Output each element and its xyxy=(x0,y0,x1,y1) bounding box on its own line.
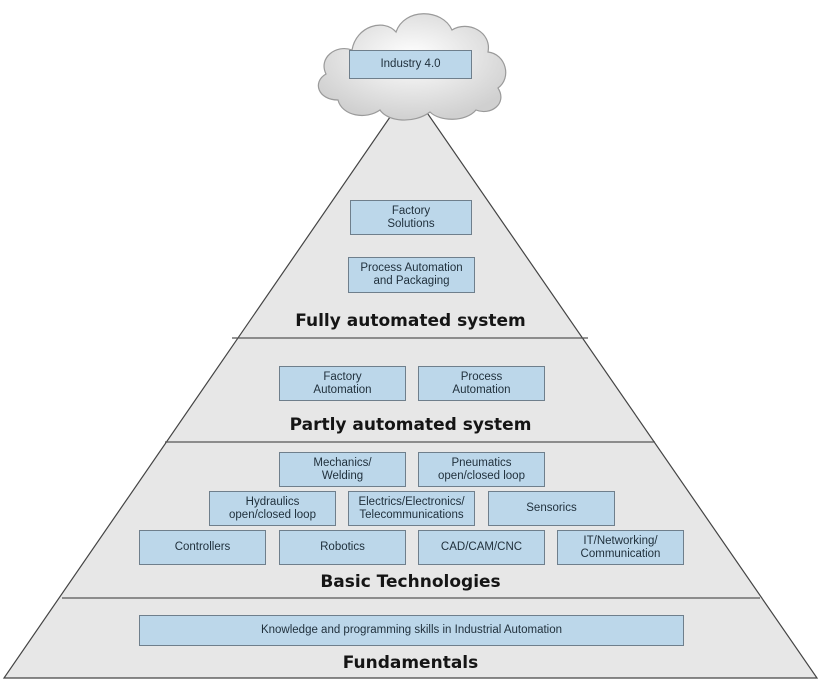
layer-title-fully: Fully automated system xyxy=(295,311,526,331)
sensorics-box: Sensorics xyxy=(488,491,615,526)
hydraulics-box: Hydraulics open/closed loop xyxy=(209,491,336,526)
mechanics-welding-box: Mechanics/ Welding xyxy=(279,452,406,487)
pneumatics-box: Pneumatics open/closed loop xyxy=(418,452,545,487)
cad-cam-cnc-box: CAD/CAM/CNC xyxy=(418,530,545,565)
industry-4-box: Industry 4.0 xyxy=(349,50,472,79)
process-automation-packaging-box: Process Automation and Packaging xyxy=(348,257,475,293)
factory-solutions-box: Factory Solutions xyxy=(350,200,472,235)
robotics-box: Robotics xyxy=(279,530,406,565)
layer-title-partly: Partly automated system xyxy=(289,415,532,435)
layer-title-basic: Basic Technologies xyxy=(320,572,501,592)
process-automation-box: Process Automation xyxy=(418,366,545,401)
it-networking-box: IT/Networking/ Communication xyxy=(557,530,684,565)
electrics-electronics-box: Electrics/Electronics/ Telecommunication… xyxy=(348,491,475,526)
factory-automation-box: Factory Automation xyxy=(279,366,406,401)
controllers-box: Controllers xyxy=(139,530,266,565)
knowledge-skills-box: Knowledge and programming skills in Indu… xyxy=(139,615,684,646)
layer-title-fundamentals: Fundamentals xyxy=(342,653,479,673)
